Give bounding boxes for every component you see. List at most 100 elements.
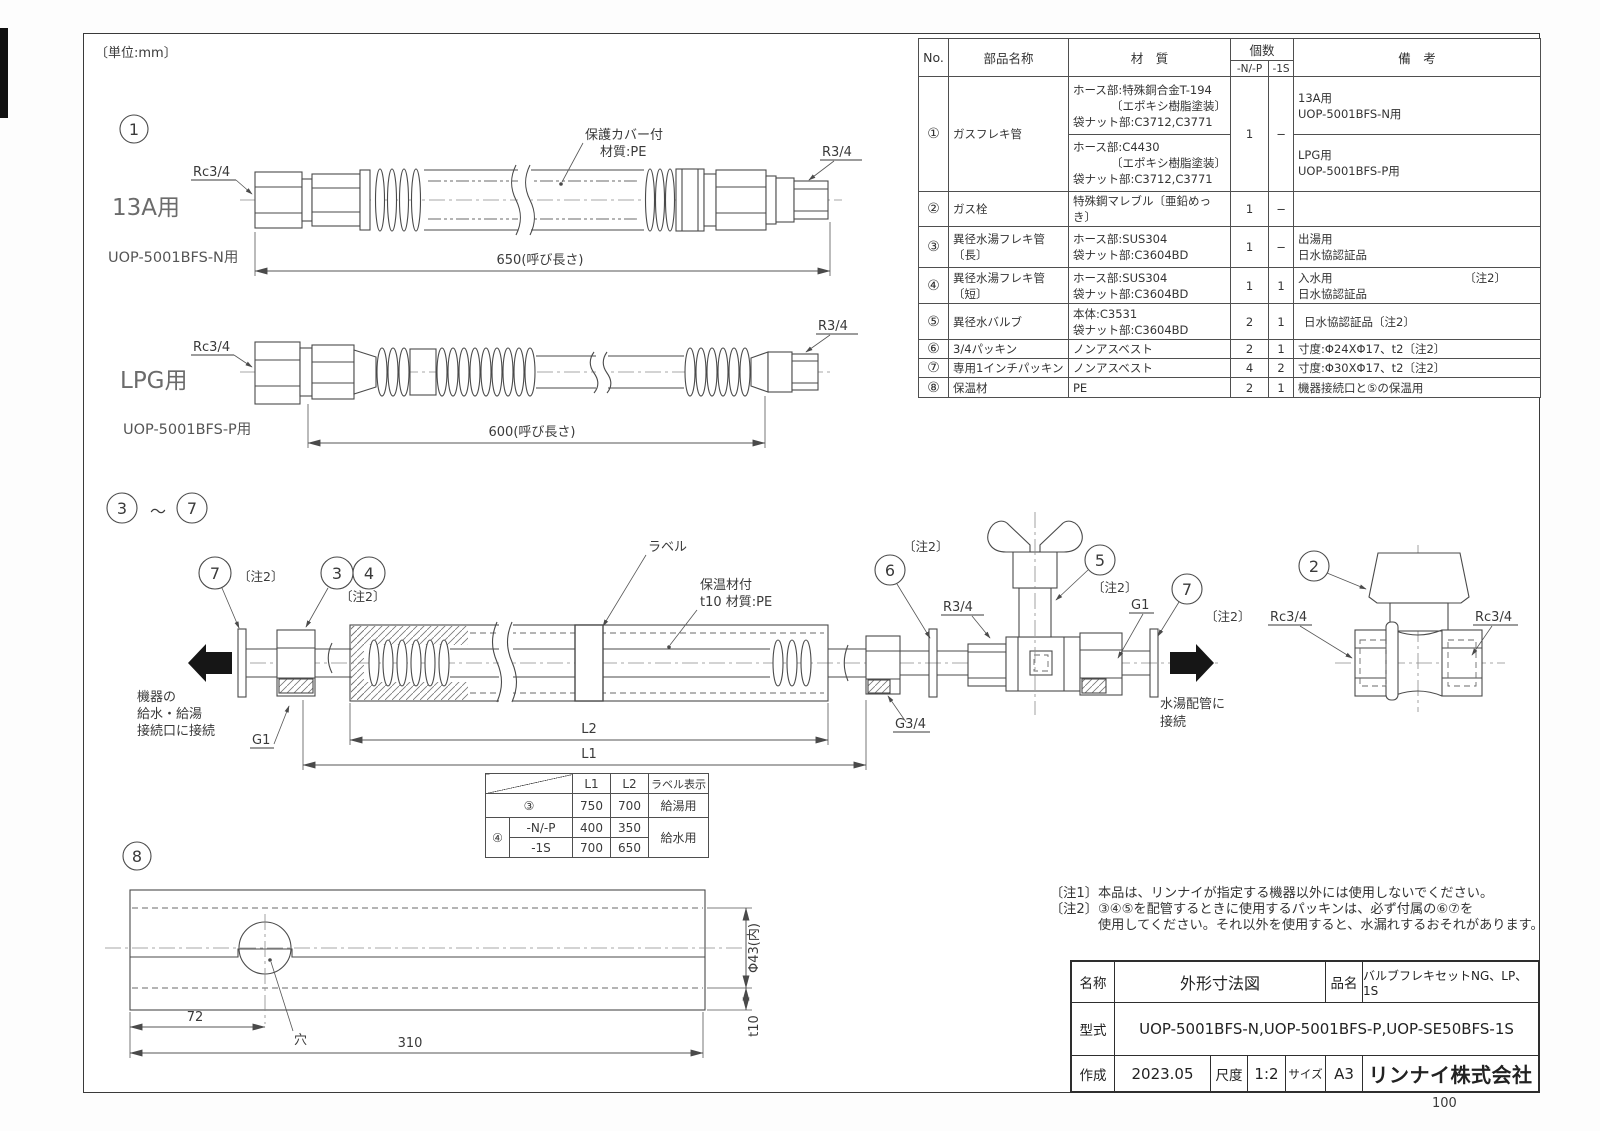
- cell-name: 異径水バルブ: [948, 303, 1069, 340]
- cell-qty-1s: −: [1267, 226, 1295, 268]
- parts-row-7: ⑦ 専用1インチパッキン ノンアスベスト 4 2 寸度:Φ30XΦ17、t2〔注…: [918, 358, 1542, 378]
- material-line: ホース部:特殊銅合金T-194: [1073, 82, 1212, 97]
- thread-label-r34-lpg: R3/4: [818, 319, 848, 334]
- cell-no: ④: [918, 267, 949, 304]
- binding-mark: [0, 28, 8, 118]
- model-value: UOP-5001BFS-N,UOP-5001BFS-P,UOP-SE50BFS-…: [1114, 1003, 1538, 1055]
- cell-material: ノンアスベスト: [1068, 339, 1231, 359]
- cell-l1: 400: [572, 817, 611, 838]
- material-line: 袋ナット部:C3604BD: [1073, 322, 1189, 337]
- cell-remark: 機器接続口と⑤の保温用: [1293, 377, 1542, 398]
- cell-remark: [1293, 191, 1542, 227]
- cell-material-b: ホース部:C4430 〔エポキシ樹脂塗装〕 袋ナット部:C3712,C3771: [1068, 134, 1231, 192]
- cell-material: ホース部:SUS304 袋ナット部:C3604BD: [1068, 267, 1231, 304]
- label-tag: ラベル: [648, 540, 687, 555]
- material-line: 袋ナット部:C3712,C3771: [1073, 114, 1213, 129]
- callout-7-right: 7: [1182, 580, 1192, 599]
- header-qty-np: -N/-P: [1230, 60, 1269, 77]
- date-label: 作成: [1079, 1067, 1107, 1084]
- connect-left-3: 接続口に接続: [137, 723, 215, 739]
- cell-material: ノンアスベスト: [1068, 358, 1231, 378]
- cell-qty-1s: 1: [1267, 303, 1295, 340]
- header-qty: 個数: [1229, 38, 1295, 61]
- note-3-4: 〔注2〕: [340, 589, 385, 604]
- cell-remark: 日水協認証品〔注2〕: [1293, 303, 1542, 340]
- header-no: No.: [918, 38, 949, 77]
- section-range-heading: 3 〜 7: [106, 492, 208, 524]
- item-value: バルブフレキセットNG、LP、1S: [1362, 962, 1538, 1002]
- title-row-meta: 作成 2023.05 尺度 1:2 サイズ A3 リンナイ株式会社: [1072, 1055, 1538, 1091]
- cover-note-2: 材質:PE: [600, 145, 646, 160]
- material-line: ホース部:SUS304: [1073, 270, 1168, 285]
- notes: 〔注1〕本品は、リンナイが指定する機器以外には使用しないでください。 〔注2〕③…: [1050, 886, 1544, 934]
- parts-table: No. 部品名称 材 質 個数 備 考 -N/-P -1S ① ガスフレキ管 ホ…: [918, 38, 1542, 398]
- cell-no: ⑧: [918, 377, 949, 398]
- callout-1: 1: [129, 120, 139, 139]
- item-label: 品名: [1325, 962, 1362, 1002]
- rc34-right-label: Rc3/4: [1475, 610, 1512, 625]
- remark-note: 〔注2〕: [1464, 270, 1507, 285]
- cell-material: PE: [1068, 377, 1231, 398]
- g1-left-label: G1: [252, 733, 270, 748]
- cell-variant: -N/-P: [509, 817, 573, 838]
- scale-label: 尺度: [1210, 1056, 1247, 1091]
- cell-name: 異径水湯フレキ管〔長〕: [948, 226, 1069, 268]
- dim-310: 310: [398, 1036, 423, 1051]
- remark-line: UOP-5001BFS-P用: [1298, 164, 1400, 178]
- cell-qty-np: 1: [1230, 226, 1269, 268]
- date-value: 2023.05: [1114, 1056, 1210, 1091]
- cell-name: ガス栓: [948, 191, 1069, 227]
- cell-qty-1s: 2: [1267, 358, 1295, 378]
- size-row-4b: -1S 700 650: [486, 837, 709, 858]
- material-line: 本体:C3531: [1073, 306, 1138, 321]
- cell-no: ⑥: [918, 339, 949, 359]
- remark-line: 日水協認証品: [1298, 286, 1368, 301]
- parts-row-5: ⑤ 異径水バルブ 本体:C3531 袋ナット部:C3604BD 2 1 日水協認…: [918, 303, 1542, 340]
- title-row-model: 型式 UOP-5001BFS-N,UOP-5001BFS-P,UOP-SE50B…: [1072, 1002, 1538, 1055]
- note-5: 〔注2〕: [1092, 580, 1137, 595]
- remark-line: 13A用: [1298, 90, 1333, 105]
- cell-qty-1s: 1: [1267, 339, 1295, 359]
- scale-value: 1:2: [1247, 1056, 1285, 1091]
- cell-name: 3/4パッキン: [948, 339, 1069, 359]
- g1-right-label: G1: [1131, 598, 1149, 613]
- cell-l2: 350: [610, 817, 649, 838]
- range-tilde: 〜: [150, 502, 166, 521]
- dim-dia43: Φ43(内): [746, 923, 762, 973]
- thread-label-r34: R3/4: [822, 145, 852, 160]
- thread-label-rc34-lpg: Rc3/4: [193, 340, 230, 355]
- note-line-2: 〔注2〕③④⑤を配管するときに使用するパッキンは、必ず付属の⑥⑦を: [1050, 902, 1474, 917]
- gas-cock-drawing: 2 Rc3/4 Rc3/4: [1268, 545, 1518, 712]
- connect-left-1: 機器の: [137, 690, 176, 705]
- header-name: 部品名称: [948, 38, 1069, 77]
- gas-type-13a: 13A用: [112, 195, 180, 221]
- header-l1: L1: [572, 773, 611, 794]
- material-line: 袋ナット部:C3712,C3771: [1073, 172, 1213, 186]
- insulation-drawing: 8 穴 72 310 Φ43(内) t10: [105, 841, 762, 1058]
- header-label-display: ラベル表示: [648, 773, 709, 794]
- cell-l2: 700: [610, 793, 649, 818]
- cell-remark: 出湯用 日水協認証品: [1293, 226, 1542, 268]
- size-row-4a: ④ -N/-P 400 350 給水用: [485, 817, 709, 858]
- model-lpg: UOP-5001BFS-P用: [123, 422, 251, 438]
- thread-label-rc34: Rc3/4: [193, 165, 230, 180]
- parts-header-row: No. 部品名称 材 質 個数 備 考: [918, 38, 1542, 77]
- cell-material: ホース部:SUS304 袋ナット部:C3604BD: [1068, 226, 1231, 268]
- cell-material-a: ホース部:特殊銅合金T-194 〔エポキシ樹脂塗装〕 袋ナット部:C3712,C…: [1068, 76, 1231, 135]
- cell-no: ⑦: [918, 358, 949, 378]
- cell-no: ③: [918, 226, 949, 268]
- diagonal-cell: [485, 773, 573, 794]
- note-7-right: 〔注2〕: [1205, 609, 1250, 624]
- material-line: ホース部:SUS304: [1073, 232, 1168, 246]
- parts-row-4: ④ 異径水湯フレキ管〔短〕 ホース部:SUS304 袋ナット部:C3604BD …: [918, 267, 1542, 304]
- size-header-row: L1 L2 ラベル表示: [485, 773, 709, 794]
- rc34-left-label: Rc3/4: [1270, 610, 1307, 625]
- cell-name: 専用1インチパッキン: [948, 358, 1069, 378]
- cell-qty-1s: −: [1267, 76, 1295, 192]
- callout-2: 2: [1309, 557, 1319, 576]
- material-line: 〔エポキシ樹脂塗装〕: [1111, 98, 1226, 113]
- material-line: 袋ナット部:C3604BD: [1073, 248, 1189, 262]
- cell-qty-1s: 1: [1267, 267, 1295, 304]
- note-7-left: 〔注2〕: [238, 569, 283, 584]
- remark-text: 入水用: [1298, 270, 1333, 285]
